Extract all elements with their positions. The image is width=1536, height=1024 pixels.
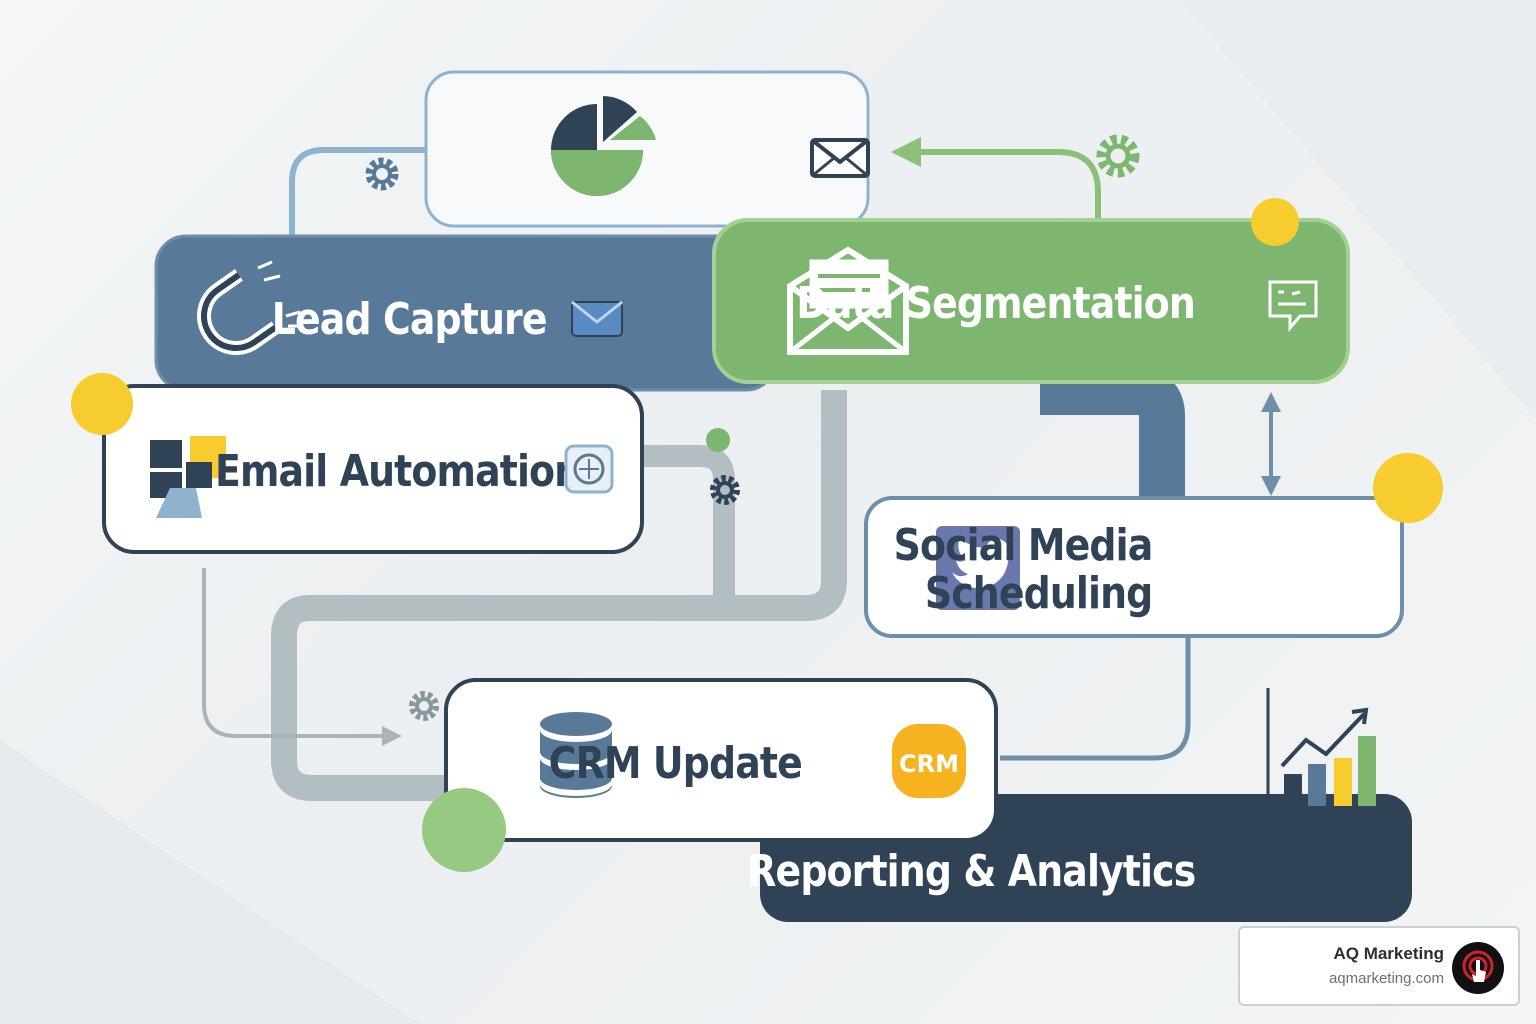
mail-icon bbox=[810, 138, 870, 178]
connector-arrow bbox=[202, 568, 402, 746]
bg-plane bbox=[0, 740, 420, 1024]
tap-cursor-icon bbox=[1452, 942, 1504, 994]
status-dot bbox=[71, 373, 133, 435]
connector-track bbox=[640, 445, 735, 596]
connector-arrow bbox=[891, 137, 1101, 222]
analytics-preview-card bbox=[424, 70, 870, 228]
gear-icon bbox=[409, 691, 439, 721]
connector-line bbox=[1000, 636, 1191, 761]
crm-badge-text: CRM bbox=[899, 750, 959, 778]
crm-update-label: CRM Update bbox=[549, 737, 802, 788]
social-media-label-line2: Scheduling bbox=[925, 567, 1153, 618]
connector-track bbox=[1040, 369, 1185, 500]
envelope-icon bbox=[571, 300, 623, 337]
lead-capture-label: Lead Capture bbox=[272, 293, 547, 344]
crm-update-text: CRM Update bbox=[549, 737, 802, 788]
brand-url: aqmarketing.com bbox=[1328, 970, 1444, 987]
brand-badge[interactable]: AQ Marketing aqmarketing.com bbox=[1238, 926, 1520, 1006]
database-icon bbox=[540, 712, 612, 798]
twitter-icon bbox=[936, 526, 1020, 610]
gear-icon bbox=[710, 475, 740, 505]
brand-name: AQ Marketing bbox=[1333, 944, 1444, 963]
pie-chart-icon bbox=[551, 96, 656, 196]
status-dot bbox=[1251, 198, 1299, 246]
connector-arrow bbox=[289, 135, 535, 238]
gear-icon bbox=[1096, 134, 1140, 178]
bar-chart-icon bbox=[1266, 688, 1400, 808]
open-envelope-icon bbox=[787, 246, 909, 355]
connector-dot bbox=[706, 428, 730, 452]
gear-icon bbox=[365, 157, 399, 191]
connector-track bbox=[271, 390, 847, 801]
automation-blocks-icon bbox=[150, 436, 226, 518]
email-automation-node[interactable] bbox=[102, 384, 644, 554]
social-media-label-line1: Social Media bbox=[894, 519, 1153, 570]
data-segmentation-label: Data Segmentation bbox=[796, 277, 1195, 328]
bg-plane bbox=[1180, 0, 1536, 420]
settings-badge-icon bbox=[564, 444, 614, 494]
status-dot bbox=[1373, 453, 1443, 523]
crm-badge: CRM bbox=[892, 724, 966, 798]
chat-bubble-icon bbox=[1268, 280, 1318, 333]
reporting-analytics-label: Reporting & Analytics bbox=[747, 845, 1195, 896]
magnet-icon bbox=[197, 260, 302, 355]
email-automation-label: Email Automation bbox=[215, 445, 580, 496]
status-dot bbox=[422, 788, 506, 872]
